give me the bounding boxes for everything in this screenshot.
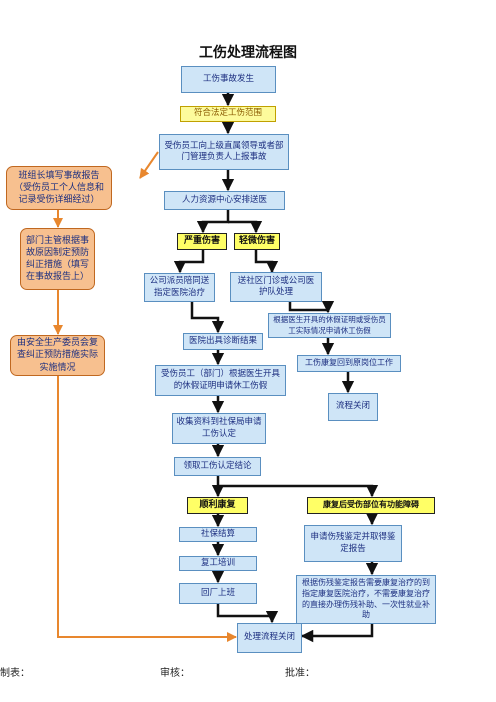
arrow-n5-n8 bbox=[190, 302, 225, 334]
node-accident-occurs: 工伤事故发生 bbox=[181, 66, 276, 93]
node-disability-assessment: 申请伤残鉴定并取得鉴定报告 bbox=[304, 525, 402, 562]
arrow-n18-n19 bbox=[300, 624, 374, 643]
arrow-side3-n19 bbox=[57, 376, 237, 642]
arrow-minor-n6 bbox=[254, 250, 279, 274]
node-return-training: 复工培训 bbox=[179, 556, 257, 571]
arrow-n3-side1 bbox=[139, 151, 159, 179]
side-team-leader-report: 班组长填写事故报告（受伤员工个人信息和记录受伤详细经过） bbox=[6, 166, 112, 210]
tag-smooth-recovery: 顺利康复 bbox=[187, 497, 248, 514]
arrow-n6-n7 bbox=[288, 300, 335, 314]
node-diagnosis-result: 医院出具诊断结果 bbox=[183, 333, 263, 350]
node-process-close-final: 处理流程关闭 bbox=[237, 623, 302, 653]
arrow-serious-n5 bbox=[173, 250, 205, 274]
node-apply-leave-minor: 根据医生开具的休假证明或受伤员工实际情况申请休工伤假 bbox=[268, 313, 391, 338]
arrow-n13-disability bbox=[218, 484, 379, 498]
node-rehab-or-compensation: 根据伤残鉴定报告需要康复治疗的到指定康复医院治疗，不需要康复治疗的直接办理伤残补… bbox=[296, 575, 436, 624]
node-back-to-factory: 回厂上班 bbox=[179, 583, 257, 604]
tag-serious-injury: 严重伤害 bbox=[177, 233, 227, 250]
node-apply-recognition: 收集资料到社保局申请工伤认定 bbox=[172, 413, 266, 444]
node-social-security-settlement: 社保结算 bbox=[179, 527, 257, 542]
node-receive-conclusion: 领取工伤认定结论 bbox=[174, 457, 261, 476]
footer-made-by: 制表： bbox=[0, 668, 30, 679]
node-process-closed: 流程关闭 bbox=[328, 393, 378, 421]
arrow-n17-n19 bbox=[216, 604, 279, 624]
node-designated-hospital: 公司派员陪同送指定医院治疗 bbox=[144, 273, 215, 302]
side-safety-committee-review: 由安全生产委员会复查纠正预防措施实际实施情况 bbox=[10, 335, 105, 376]
page-title: 工伤处理流程图 bbox=[199, 45, 297, 61]
node-clinic-treatment: 送社区门诊或公司医护队处理 bbox=[230, 272, 322, 302]
node-hr-arrange-treatment: 人力资源中心安排送医 bbox=[164, 191, 285, 210]
node-return-to-post: 工伤康复回到原岗位工作 bbox=[297, 355, 401, 372]
footer-approved-by: 批准： bbox=[285, 668, 315, 679]
tag-functional-impairment: 康复后受伤部位有功能障碍 bbox=[307, 497, 435, 514]
side-manager-measures: 部门主管根据事故原因制定预防纠正措施（填写在事故报告上） bbox=[20, 228, 95, 290]
node-apply-leave-serious: 受伤员工（部门）根据医生开具的休假证明申请休工伤假 bbox=[155, 365, 286, 396]
arrow-n4-minor bbox=[228, 220, 263, 234]
tag-minor-injury: 轻微伤害 bbox=[234, 233, 280, 250]
node-report-accident: 受伤员工向上级直属领导或者部门管理负责人上报事故 bbox=[159, 134, 289, 170]
node-legal-scope: 符合法定工伤范围 bbox=[180, 106, 276, 122]
arrow-n4-serious bbox=[196, 210, 230, 234]
footer-reviewed-by: 审核： bbox=[160, 668, 190, 679]
